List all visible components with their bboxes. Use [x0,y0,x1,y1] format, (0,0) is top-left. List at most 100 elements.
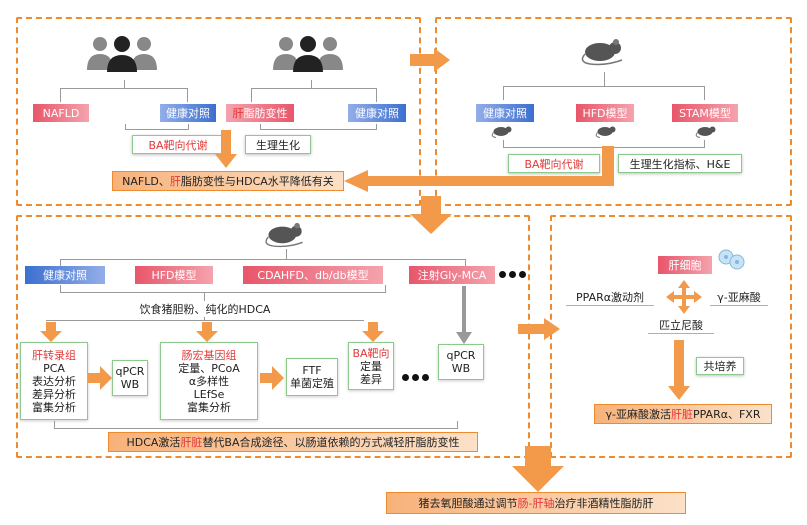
qpcr-label: qPCR [446,349,476,362]
liver-item: 差异分析 [32,387,76,401]
people-icon [87,36,157,72]
cell-icon [718,249,745,270]
ellipsis-dots [499,271,526,278]
tag-hepatocyte: 肝细胞 [658,256,712,274]
tag-healthy-control: 健康对照 [160,104,216,122]
arrow-down [40,322,62,342]
arrow-down-big [512,446,564,492]
steatosis-pre: 肝 [232,107,244,120]
panel-mouse-validation [435,17,792,206]
split-stem [204,317,205,321]
box-ba-targeted: BA靶向代谢 [508,154,600,173]
bracket-stem [311,80,312,88]
box-ftf: FTF 单菌定殖 [286,358,338,396]
arrow-down [215,130,237,168]
tag-healthy-control: 健康对照 [476,104,534,122]
bracket [60,88,188,102]
tag-inject-gly-mca: 注射Gly-MCA [409,266,495,284]
arrow-down [668,340,690,400]
arrow-right [410,48,450,72]
panel-human-cohort [16,17,421,206]
final-pre: 猪去氧胆酸通过调节 [418,497,518,510]
ba-item: 差异 [360,372,382,386]
result-post: 替代BA合成途径、以肠道依赖的方式减轻肝脂肪变性 [202,436,460,449]
box-qpcr-wb: qPCR WB [112,360,148,396]
result-hl: 肝 [169,175,181,188]
tag-hfd-model: HFD模型 [135,266,213,284]
gut-item: α多样性 [188,374,230,388]
tag-stam-model: STAM模型 [672,104,738,122]
gut-title: 肠宏基因组 [181,348,237,362]
arrow-right [518,318,560,340]
tag-healthy-control: 健康对照 [348,104,406,122]
tag-healthy-control: 健康对照 [25,266,105,284]
result-hl: 肝脏 [180,436,203,449]
double-arrow-icon [666,280,702,314]
steatosis-post: 脂肪变性 [243,107,288,120]
bracket [60,259,466,267]
colonization-label: 单菌定殖 [290,377,334,390]
arrow-right [260,366,284,390]
box-pirinixic: 匹立尼酸 [648,316,714,334]
box-ba-targeted: BA靶向代谢 [132,135,224,154]
box-ba-targeted: BA靶向 定量 差异 [348,342,394,390]
box-biochem-he: 生理生化指标、H&E [618,154,742,173]
arrow-down [362,322,384,342]
box-biochem: 生理生化 [245,135,311,154]
mouse-icon [581,39,623,66]
result-post: PPARα、FXR [692,408,761,421]
mouse-icon [491,126,512,138]
gut-item: 富集分析 [187,400,231,414]
gut-item: LEfSe [193,387,225,401]
bracket-bottom [260,124,377,130]
bracket-stem [124,80,125,88]
wb-label: WB [451,362,471,375]
bracket-bottom [54,421,458,429]
diet-label: 饮食猪胆粉、纯化的HDCA [139,303,271,316]
bracket [251,88,377,102]
gut-item: 定量、PCoA [178,361,240,375]
arrow-down-big [410,196,452,234]
bracket-bottom [60,285,386,293]
mouse-icon [265,222,303,248]
final-post: 治疗非酒精性脂肪肝 [554,497,654,510]
arrow-return [344,146,614,192]
ellipsis-dots [402,374,429,381]
tag-hfd-model: HFD模型 [576,104,634,122]
wb-label: WB [120,378,140,391]
result-pre: NAFLD、 [122,175,170,188]
tag-nafld: NAFLD [33,104,89,122]
box-ppar-agonist: PPARα激动剂 [566,288,654,306]
tag-cdahfd-model: CDAHFD、db/db模型 [243,266,383,284]
result-post: 脂肪变性与HDCA水平降低有关 [180,175,334,188]
final-conclusion-bar: 猪去氧胆酸通过调节肠-肝轴治疗非酒精性脂肪肝 [386,492,686,514]
bracket-bottom [125,124,189,130]
arrow-down [456,286,472,344]
bracket-stem [604,72,605,86]
box-coculture: 共培养 [696,357,744,375]
split-line [46,320,364,321]
liver-item: PCA [43,361,65,375]
ba-title: BA靶向 [352,346,390,360]
result-pre: γ-亚麻酸激活 [605,408,671,421]
ba-item: 定量 [360,359,382,373]
mouse-icon [595,126,616,138]
result-hl: 肝脏 [670,408,693,421]
bracket [503,86,705,100]
final-hl: 肠-肝轴 [517,497,555,510]
bracket-stem [204,293,205,301]
liver-title: 肝转录组 [32,348,76,362]
qpcr-label: qPCR [115,365,145,378]
result-bar-panel1: NAFLD、肝脂肪变性与HDCA水平降低有关 [112,171,344,191]
result-pre: HDCA激活 [126,436,181,449]
arrow-down [196,322,218,342]
liver-item: 富集分析 [32,400,76,414]
box-liver-transcriptome: 肝转录组 PCA 表达分析 差异分析 富集分析 [20,342,88,420]
tag-steatosis: 肝脂肪变性 [226,104,294,122]
result-bar-panel3: HDCA激活肝脏替代BA合成途径、以肠道依赖的方式减轻肝脂肪变性 [108,432,478,452]
box-qpcr-wb-2: qPCR WB [438,344,484,380]
ftf-label: FTF [302,364,322,377]
box-gut-metagenome: 肠宏基因组 定量、PCoA α多样性 LEfSe 富集分析 [160,342,258,420]
mouse-icon [695,126,716,138]
